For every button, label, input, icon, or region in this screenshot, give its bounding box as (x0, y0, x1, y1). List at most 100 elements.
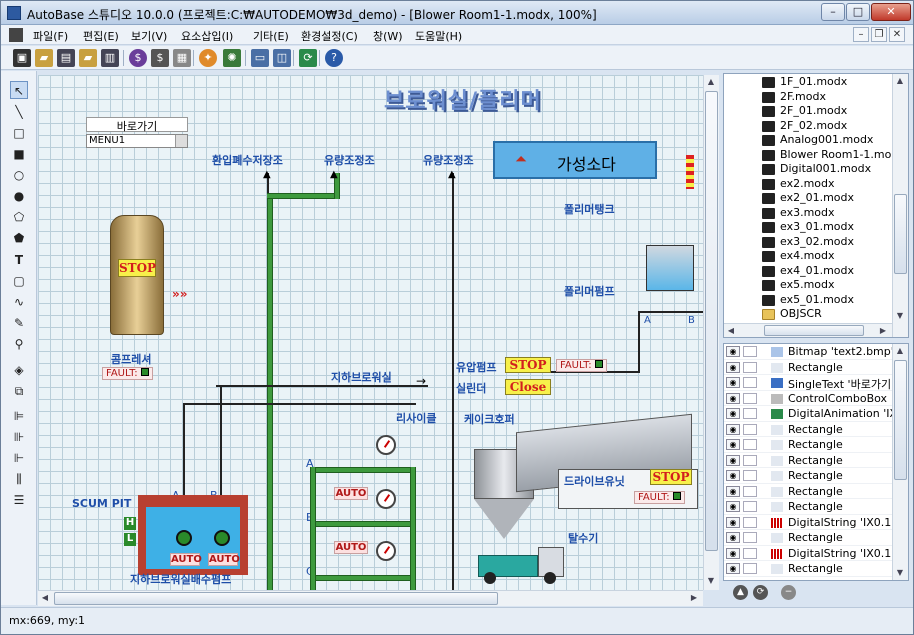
scroll-down-icon[interactable]: ▼ (896, 311, 904, 320)
list-item[interactable]: ◉Rectangle (724, 468, 894, 484)
pen-icon[interactable]: ✎ (13, 316, 25, 330)
ellipse-fill-icon[interactable]: ● (13, 189, 25, 203)
pump-a-icon[interactable] (176, 530, 192, 546)
list-item[interactable]: ◉Rectangle (724, 499, 894, 515)
menu-etc[interactable]: 기타(E) (253, 30, 289, 43)
save-icon[interactable]: ▤ (57, 49, 75, 67)
run-icon[interactable]: ✦ (199, 49, 217, 67)
align-right-icon[interactable]: ⊩ (13, 451, 25, 465)
lock-checkbox[interactable] (743, 423, 757, 435)
new-doc-icon[interactable]: ▣ (13, 49, 31, 67)
eye-icon[interactable]: ◉ (726, 516, 740, 528)
align-left-icon[interactable]: ⊫ (13, 409, 25, 423)
nav-combo[interactable]: MENU1 (86, 134, 188, 148)
lock-checkbox[interactable] (743, 439, 757, 450)
eye-icon[interactable]: ◉ (726, 547, 740, 559)
list-item[interactable]: ◉ControlComboBox (724, 391, 894, 406)
help-icon[interactable]: ? (325, 49, 343, 67)
scroll-right-icon[interactable]: ▶ (690, 593, 698, 602)
list-item[interactable]: ◉Rectangle (724, 360, 894, 375)
pressure-gauge-icon[interactable] (376, 435, 396, 455)
move-up-icon[interactable]: ▲ (733, 585, 748, 600)
object-scroll-thumb[interactable] (894, 360, 907, 480)
menu-file[interactable]: 파일(F) (33, 30, 69, 43)
lock-checkbox[interactable] (743, 377, 757, 388)
eye-icon[interactable]: ◉ (726, 532, 740, 543)
list-item[interactable]: ◉Rectangle (724, 530, 894, 546)
list-item[interactable]: ◉Rectangle (724, 561, 894, 577)
menu-window[interactable]: 창(W) (373, 30, 403, 43)
lock-checkbox[interactable] (743, 361, 757, 373)
eye-icon[interactable]: ◉ (726, 485, 740, 497)
lock-checkbox[interactable] (743, 392, 757, 404)
ellipse-outline-icon[interactable]: ○ (13, 168, 25, 182)
layer-icon[interactable]: ⧉ (14, 384, 24, 398)
mdi-close-button[interactable]: ✕ (889, 27, 905, 42)
menu-settings[interactable]: 환경설정(C) (301, 30, 358, 43)
dollar-icon[interactable]: $ (129, 49, 147, 67)
lock-checkbox[interactable] (743, 563, 757, 574)
eye-icon[interactable]: ◉ (726, 361, 740, 373)
scroll-right-icon[interactable]: ▶ (879, 326, 887, 335)
eye-icon[interactable]: ◉ (726, 563, 740, 574)
split-h-icon[interactable]: ▭ (251, 49, 269, 67)
minimize-button[interactable]: – (821, 3, 845, 21)
eyedropper-icon[interactable]: ⚲ (14, 337, 24, 351)
menu-view[interactable]: 보기(V) (131, 30, 168, 43)
scroll-down-icon[interactable]: ▼ (896, 568, 904, 577)
title-bar[interactable]: AutoBase 스튜디오 10.0.0 (프로젝트:C:₩AUTODEMO₩3… (1, 1, 913, 25)
save-as-icon[interactable]: ▥ (101, 49, 119, 67)
eye-icon[interactable]: ◉ (726, 470, 740, 481)
remove-icon[interactable]: − (781, 585, 796, 600)
list-item[interactable]: ◉DigitalString 'IX0.1,6 (724, 546, 902, 561)
list-item[interactable]: ◉DigitalAnimation 'IX0 (724, 406, 904, 422)
chevron-down-icon[interactable] (175, 135, 187, 147)
eye-icon[interactable]: ◉ (726, 346, 740, 357)
close-button[interactable]: ✕ (871, 3, 911, 21)
canvas-horizontal-scrollbar[interactable]: ◀ ▶ (38, 590, 703, 606)
mdi-restore-button[interactable]: ❐ (871, 27, 887, 42)
dollar-doc-icon[interactable]: $ (151, 49, 169, 67)
polygon-outline-icon[interactable]: ⬠ (13, 210, 25, 224)
table-icon[interactable]: ▦ (173, 49, 191, 67)
project-file-tree[interactable]: 1F_01.modx 2F.modx 2F_01.modx 2F_02.modx… (723, 73, 909, 338)
round-rect-icon[interactable]: ▢ (13, 274, 25, 288)
cylinder-close-status[interactable]: Close (505, 379, 551, 395)
scroll-down-icon[interactable]: ▼ (707, 576, 715, 585)
tree-vertical-scrollbar[interactable]: ▲ ▼ (892, 74, 908, 337)
list-item[interactable]: ◉Bitmap 'text2.bmp' (724, 344, 894, 360)
yuap-pump-stop-status[interactable]: STOP (505, 357, 551, 373)
text-tool-icon[interactable]: T (14, 253, 24, 267)
scroll-left-icon[interactable]: ◀ (727, 326, 735, 335)
cycle-icon[interactable]: ⟳ (753, 585, 768, 600)
polymer-tank[interactable] (646, 245, 694, 291)
list-item[interactable]: ◉Rectangle (724, 484, 894, 499)
lock-checkbox[interactable] (743, 547, 757, 559)
pressure-gauge-icon[interactable] (376, 489, 396, 509)
eye-icon[interactable]: ◉ (726, 408, 740, 419)
pressure-gauge-icon[interactable] (376, 541, 396, 561)
open-folder-icon[interactable]: ▰ (79, 49, 97, 67)
eye-icon[interactable]: ◉ (726, 501, 740, 512)
list-item[interactable]: ◉Rectangle (724, 453, 894, 468)
split-v-icon[interactable]: ◫ (273, 49, 291, 67)
scroll-up-icon[interactable]: ▲ (707, 77, 715, 86)
horizontal-scroll-thumb[interactable] (54, 592, 498, 605)
canvas-vertical-scrollbar[interactable]: ▲ ▼ (703, 75, 719, 590)
lock-checkbox[interactable] (743, 532, 757, 543)
eye-icon[interactable]: ◉ (726, 454, 740, 466)
line-a-auto[interactable]: AUTO (334, 487, 368, 500)
lock-checkbox[interactable] (743, 485, 757, 497)
pump-b-auto[interactable]: AUTO (208, 553, 240, 566)
design-canvas[interactable]: 브로워실/플리머 바로가기 MENU1 ⏶ 가성소다 환입폐수저장조 유량조정조… (38, 75, 703, 590)
distribute-h-icon[interactable]: ⫼ (16, 472, 22, 486)
lock-checkbox[interactable] (743, 470, 757, 481)
vertical-scroll-thumb[interactable] (705, 91, 718, 551)
lock-checkbox[interactable] (743, 346, 757, 357)
tree-scroll-thumb[interactable] (764, 325, 864, 336)
menu-help[interactable]: 도움말(H) (415, 30, 463, 43)
lock-checkbox[interactable] (743, 501, 757, 512)
line-b-auto[interactable]: AUTO (334, 541, 368, 554)
line-icon[interactable]: ╲ (15, 105, 23, 119)
eye-icon[interactable]: ◉ (726, 439, 740, 450)
